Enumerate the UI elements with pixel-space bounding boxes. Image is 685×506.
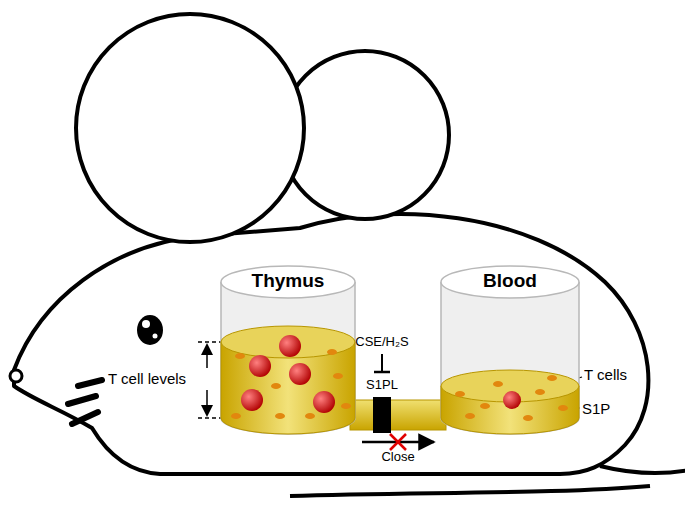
s1pl-gate (373, 397, 391, 433)
annotation-label: CSE/H₂S (355, 335, 408, 350)
level-arrow (206, 349, 208, 368)
s1p-dot (235, 353, 245, 359)
t-cell (279, 335, 301, 357)
compartment-title: Thymus (220, 264, 356, 292)
s1p-dot (455, 391, 465, 397)
mouse-eye (137, 315, 163, 345)
mouse-ear-right (281, 51, 449, 219)
t-cell (241, 389, 263, 411)
s1p-dot (480, 403, 490, 409)
s1p-dot (327, 349, 337, 355)
annotation-label: S1P (582, 400, 610, 417)
s1p-dot (558, 405, 568, 411)
level-arrow (206, 390, 208, 411)
compartment-title: Blood (440, 264, 580, 292)
s1p-dot (535, 389, 545, 395)
level-dash (198, 341, 222, 343)
annotation-label: T cells (584, 366, 627, 383)
t-cell (503, 391, 521, 409)
cylinder-compartment: Thymus (220, 264, 356, 436)
s1p-dot (523, 415, 533, 421)
annotation-label: T cell levels (108, 370, 186, 387)
whisker (72, 412, 98, 424)
eye-highlight (153, 334, 158, 339)
whisker (68, 396, 96, 404)
s1p-dot (231, 413, 241, 419)
s1p-dot (465, 413, 475, 419)
mouse-tail-lower (290, 486, 650, 496)
cylinder-compartment: Blood (440, 264, 580, 436)
mouse-tail (600, 466, 685, 473)
mouse-body (14, 214, 648, 474)
inhibition-line (381, 354, 383, 372)
s1p-dot (493, 381, 503, 387)
annotation-label: S1PL (366, 378, 398, 393)
eye-highlight (142, 320, 150, 328)
liquid-surface (221, 326, 355, 358)
glass-wall (441, 282, 579, 434)
glass-wall (221, 282, 355, 434)
level-dash (198, 417, 222, 419)
t-cell (249, 355, 271, 377)
mouse-nose (10, 370, 22, 382)
whisker (78, 380, 102, 386)
t-cell (313, 391, 335, 413)
block-cross (390, 434, 406, 450)
s1p-dot (271, 383, 281, 389)
s1p-dot (341, 403, 351, 409)
s1p-dot (275, 413, 285, 419)
s1p-dot (305, 413, 315, 419)
s1p-dot (333, 373, 343, 379)
connecting-vessel (350, 400, 446, 430)
edge-label: Close (381, 450, 414, 465)
s1p-dot (547, 375, 557, 381)
inhibition-bar (374, 371, 390, 374)
t-cell (289, 363, 311, 385)
mouse-ear-left (76, 14, 304, 242)
